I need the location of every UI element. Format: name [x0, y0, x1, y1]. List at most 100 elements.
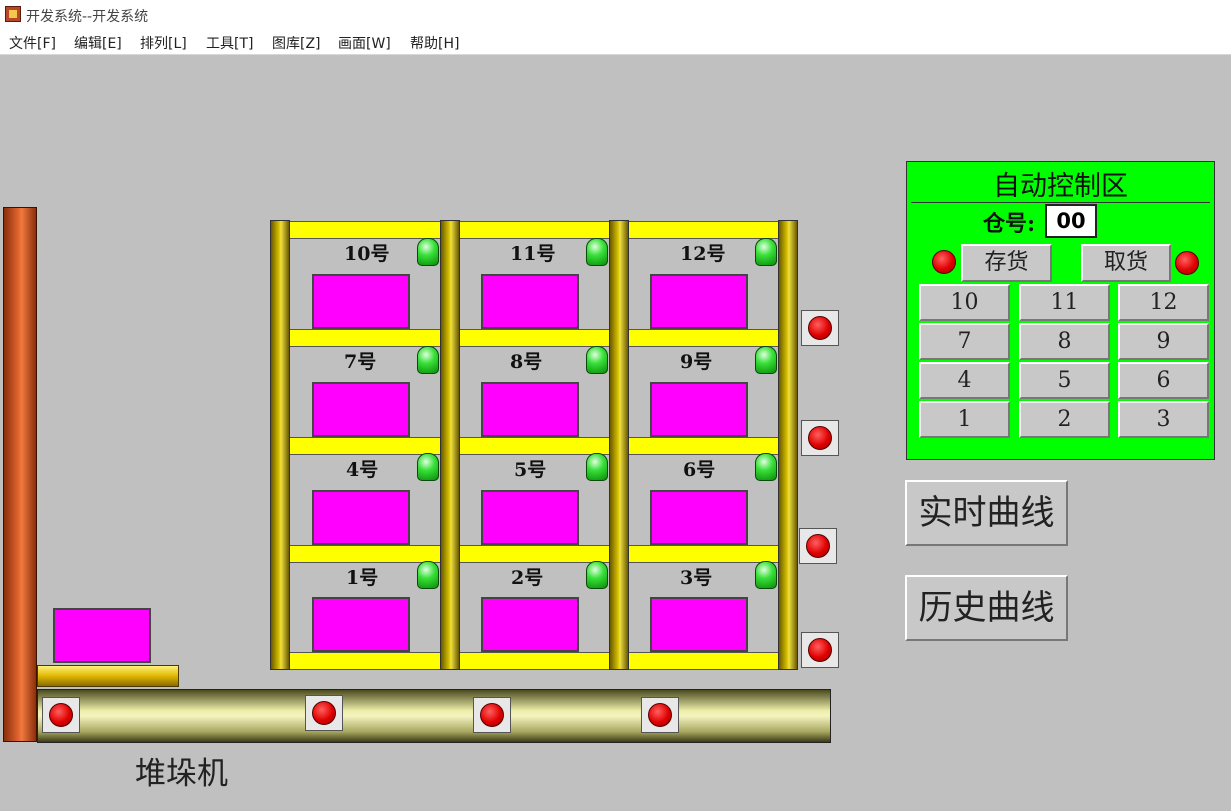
menu-file[interactable]: 文件[F] [9, 36, 56, 52]
slot-9-cargo [650, 382, 748, 437]
stacker-pole [3, 207, 37, 742]
menu-bar: 文件[F] 编辑[E] 排列[L] 工具[T] 图库[Z] 画面[W] 帮助[H… [0, 30, 1231, 55]
menu-screen[interactable]: 画面[W] [338, 36, 391, 52]
rack-sensor-3 [799, 528, 837, 564]
rack-sensor-4 [801, 632, 839, 668]
realtime-curve-button[interactable]: 实时曲线 [905, 480, 1068, 546]
red-indicator-icon [480, 703, 504, 727]
shelf-beam [270, 437, 798, 455]
shelf-beam [270, 221, 798, 239]
app-icon [5, 6, 21, 22]
green-lamp-icon [755, 561, 777, 589]
green-lamp-icon [755, 346, 777, 374]
slot-label-7: 7号 [344, 351, 377, 373]
slot-label-3: 3号 [680, 567, 713, 589]
keypad-button-1[interactable]: 1 [919, 401, 1010, 438]
slot-2-cargo [481, 597, 579, 652]
red-indicator-icon [808, 638, 832, 662]
green-lamp-icon [417, 453, 439, 481]
rack-sensor-2 [801, 420, 839, 456]
slot-3-cargo [650, 597, 748, 652]
auto-control-panel: 自动控制区 仓号: 00 存货 取货 10 11 12 7 8 9 4 5 6 … [906, 161, 1215, 460]
rack-post [778, 220, 798, 670]
store-button[interactable]: 存货 [961, 244, 1052, 282]
keypad-button-5[interactable]: 5 [1019, 362, 1110, 399]
slot-label-12: 12号 [680, 243, 726, 265]
panel-title: 自动控制区 [993, 171, 1128, 202]
red-indicator-icon [648, 703, 672, 727]
keypad-button-4[interactable]: 4 [919, 362, 1010, 399]
keypad-button-2[interactable]: 2 [1019, 401, 1110, 438]
red-indicator-icon [49, 703, 73, 727]
menu-library[interactable]: 图库[Z] [272, 36, 321, 52]
green-lamp-icon [586, 453, 608, 481]
keypad-button-3[interactable]: 3 [1118, 401, 1209, 438]
slot-label-1: 1号 [346, 567, 379, 589]
slot-12-cargo [650, 274, 748, 329]
slot-1-cargo [312, 597, 410, 652]
rack-post [609, 220, 629, 670]
slot-7-cargo [312, 382, 410, 437]
shelf-beam [270, 329, 798, 347]
green-lamp-icon [586, 346, 608, 374]
slot-11-cargo [481, 274, 579, 329]
store-status-icon [932, 250, 956, 274]
title-bar: 开发系统--开发系统 [0, 0, 1231, 30]
retrieve-status-icon [1175, 251, 1199, 275]
green-lamp-icon [755, 238, 777, 266]
shelf-beam [270, 652, 798, 670]
green-lamp-icon [417, 346, 439, 374]
stacker-cargo [53, 608, 151, 663]
rack-sensor-1 [801, 310, 839, 346]
history-curve-button[interactable]: 历史曲线 [905, 575, 1068, 641]
stacker-fork [37, 665, 179, 687]
green-lamp-icon [586, 238, 608, 266]
menu-arrange[interactable]: 排列[L] [140, 36, 187, 52]
stacker-rail [37, 689, 831, 743]
retrieve-button[interactable]: 取货 [1081, 244, 1171, 282]
menu-edit[interactable]: 编辑[E] [74, 36, 122, 52]
red-indicator-icon [808, 316, 832, 340]
green-lamp-icon [586, 561, 608, 589]
keypad-button-11[interactable]: 11 [1019, 284, 1110, 321]
slot-label-5: 5号 [514, 459, 547, 481]
slot-10-cargo [312, 274, 410, 329]
green-lamp-icon [417, 238, 439, 266]
red-indicator-icon [806, 534, 830, 558]
keypad-button-7[interactable]: 7 [919, 323, 1010, 360]
slot-label-6: 6号 [683, 459, 716, 481]
slot-label-9: 9号 [680, 351, 713, 373]
green-lamp-icon [755, 453, 777, 481]
warehouse-label: 仓号: [983, 211, 1036, 237]
menu-tools[interactable]: 工具[T] [206, 36, 254, 52]
rack-post [270, 220, 290, 670]
menu-help[interactable]: 帮助[H] [410, 36, 460, 52]
rail-sensor-3 [473, 697, 511, 733]
rail-sensor-1 [42, 697, 80, 733]
rail-sensor-2 [305, 695, 343, 731]
rack-post [440, 220, 460, 670]
slot-label-11: 11号 [510, 243, 556, 265]
keypad-button-6[interactable]: 6 [1118, 362, 1209, 399]
slot-8-cargo [481, 382, 579, 437]
green-lamp-icon [417, 561, 439, 589]
shelf-beam [270, 545, 798, 563]
keypad-button-8[interactable]: 8 [1019, 323, 1110, 360]
warehouse-number-input[interactable]: 00 [1045, 204, 1097, 238]
slot-4-cargo [312, 490, 410, 545]
slot-label-8: 8号 [510, 351, 543, 373]
keypad-button-10[interactable]: 10 [919, 284, 1010, 321]
red-indicator-icon [808, 426, 832, 450]
keypad-button-12[interactable]: 12 [1118, 284, 1209, 321]
scada-canvas: 堆垛机 10号 11号 12号 7号 8号 9号 4号 5号 6号 1号 2号 … [0, 55, 1231, 811]
slot-6-cargo [650, 490, 748, 545]
panel-divider [911, 202, 1210, 203]
stacker-label: 堆垛机 [135, 756, 228, 792]
rail-sensor-4 [641, 697, 679, 733]
slot-label-2: 2号 [511, 567, 544, 589]
slot-label-4: 4号 [346, 459, 379, 481]
red-indicator-icon [312, 701, 336, 725]
window-title: 开发系统--开发系统 [26, 9, 149, 25]
slot-label-10: 10号 [344, 243, 390, 265]
keypad-button-9[interactable]: 9 [1118, 323, 1209, 360]
